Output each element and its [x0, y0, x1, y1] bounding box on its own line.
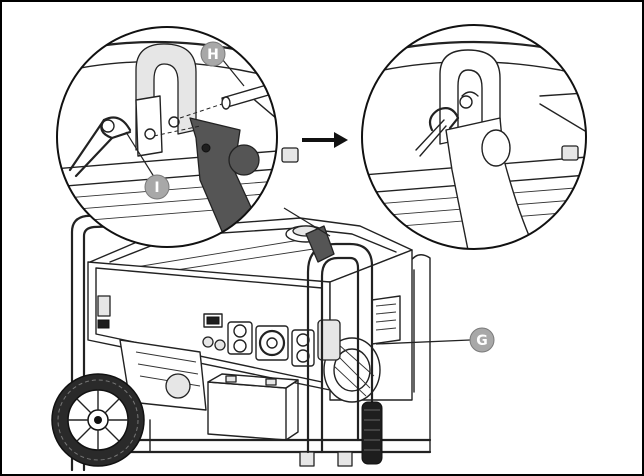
- callout-h: H: [200, 41, 226, 67]
- leader-line-detail: [283, 207, 331, 237]
- callout-h-label: H: [207, 47, 219, 63]
- handle-front: [305, 225, 383, 465]
- detail-after-assembly: [361, 24, 587, 250]
- callout-i: I: [144, 174, 170, 200]
- engine-switch: [97, 295, 111, 317]
- handle-grip: [361, 401, 383, 465]
- indicator-light: [97, 319, 110, 329]
- outlet-duplex: [227, 321, 253, 355]
- arrow-right: [302, 132, 348, 148]
- wheel: [51, 373, 145, 467]
- leader-line-g: [375, 339, 471, 345]
- clip-assembled: [428, 107, 460, 132]
- generator: [51, 212, 471, 472]
- battery: [207, 373, 299, 441]
- handle-strap-assembled: [445, 117, 541, 249]
- callout-i-label: I: [154, 180, 159, 196]
- detail-before-assembly: [56, 26, 278, 248]
- alternator: [119, 339, 207, 411]
- callout-g-label: G: [476, 333, 488, 349]
- outlet-duplex-right: [291, 329, 315, 367]
- callout-g: G: [469, 327, 495, 353]
- bolts: [281, 145, 579, 163]
